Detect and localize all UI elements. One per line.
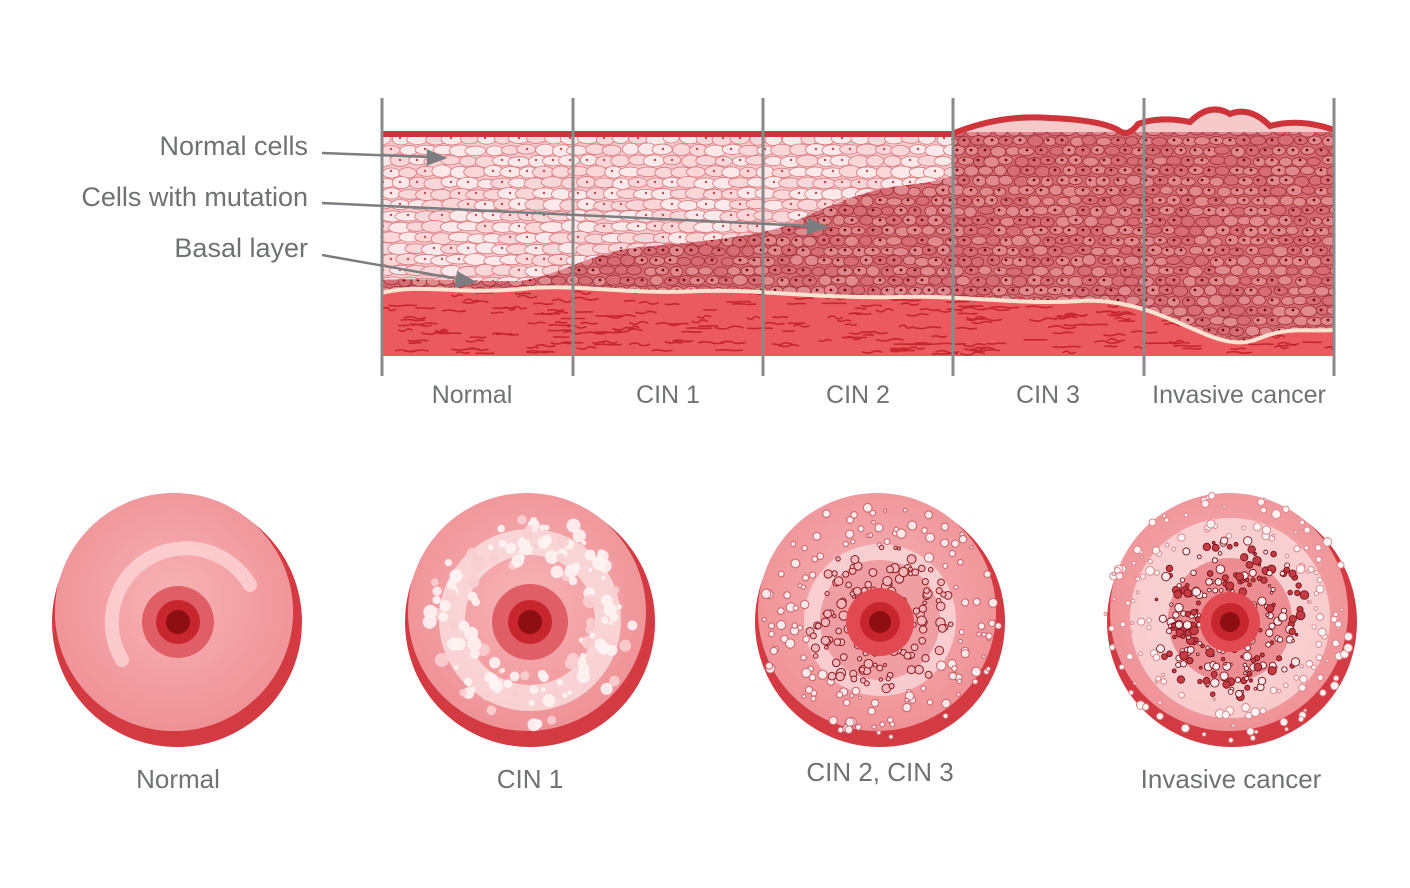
normal-cells-arrow (321, 151, 431, 159)
cells-with-mutation-label: Cells with mutation (81, 182, 308, 212)
cervix-cin1 (405, 493, 655, 747)
basal-layer-arrowhead (454, 271, 478, 288)
stage-label-cin1: CIN 1 (636, 381, 700, 409)
basal-layer-line (382, 285, 1334, 345)
mutation-arrowhead (806, 218, 830, 235)
cervix-label-cin1: CIN 1 (496, 764, 564, 794)
cervix-label-invasive: Invasive cancer (1140, 764, 1322, 794)
cervix-invasive-cancer (1103, 491, 1357, 747)
cervix-cin2-cin3 (755, 493, 1005, 747)
tissue-surface-border (382, 106, 1335, 137)
stage-label-cin3: CIN 3 (1016, 381, 1080, 409)
stage-dividers (380, 98, 1336, 376)
cervix-label-cin2-cin3: CIN 2, CIN 3 (806, 757, 954, 787)
tissue-cross-section (380, 98, 1336, 376)
stage-label-cin2: CIN 2 (826, 381, 890, 409)
basal-layer-arrow (321, 253, 459, 281)
mutation-arrow (321, 201, 811, 228)
stage-label-invasive: Invasive cancer (1152, 381, 1326, 409)
normal-cells-arrowhead (426, 149, 448, 166)
callout-arrows (321, 149, 830, 288)
cervix-normal (52, 493, 302, 747)
cervix-label-normal: Normal (136, 764, 220, 794)
normal-cells-label: Normal cells (159, 131, 308, 161)
basal-layer-label: Basal layer (174, 233, 308, 263)
stage-label-normal: Normal (431, 381, 513, 409)
